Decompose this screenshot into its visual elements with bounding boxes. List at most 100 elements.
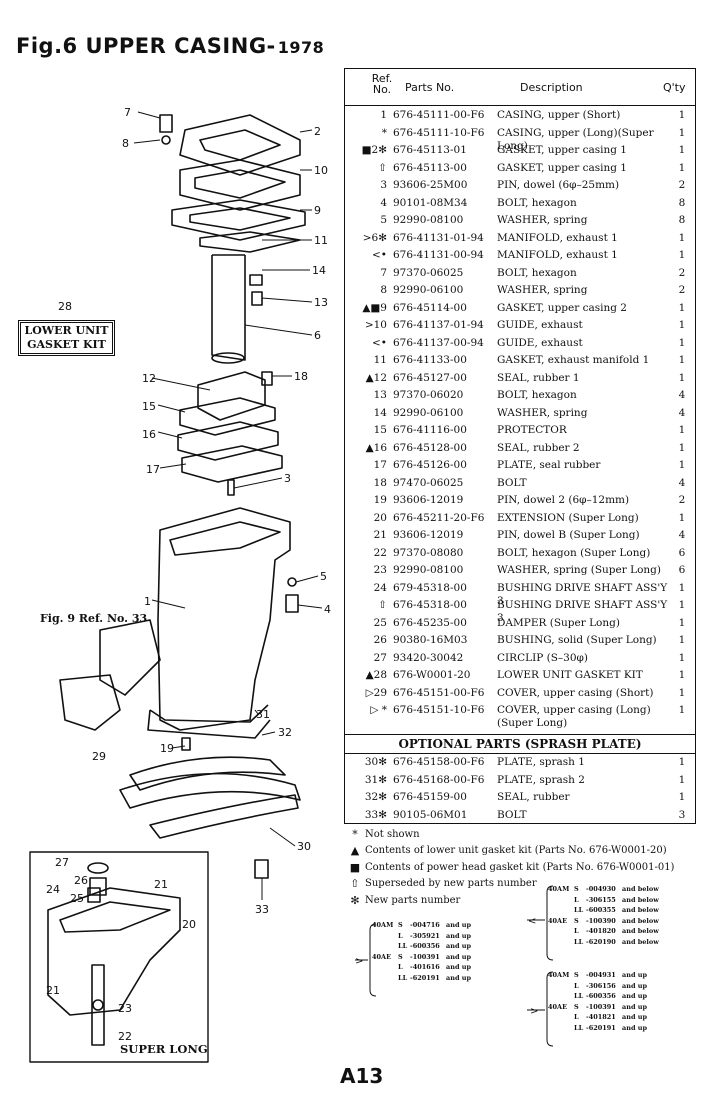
part-number-cell: 676-45151-00-F6 xyxy=(393,686,485,699)
callout-33: 33 xyxy=(255,903,269,916)
serial-num: -305921 xyxy=(410,931,440,940)
ref-cell: 8 xyxy=(380,284,387,296)
description-cell: BUSHING DRIVE SHAFT ASS'Y 3 xyxy=(497,581,668,607)
serial-range: and up xyxy=(446,942,472,950)
figure-title-year: 1978 xyxy=(277,38,325,57)
ref-cell: 17 xyxy=(373,459,387,471)
callout-16: 16 xyxy=(142,428,156,441)
part-number-cell: 92990-06100 xyxy=(393,406,464,419)
ref-cell: 19 xyxy=(373,494,387,506)
serial-type: S xyxy=(398,921,403,929)
part-number-cell: 676-41116-00 xyxy=(393,424,467,436)
serial-type: LL xyxy=(574,937,584,946)
serial-type: L xyxy=(398,963,403,971)
serial-model: 40AE xyxy=(372,952,392,961)
part-number-cell: 676-45159-00 xyxy=(393,791,467,803)
description-cell: CIRCLIP (S–30φ) xyxy=(497,651,588,664)
page-code: A13 xyxy=(340,1064,384,1088)
callout-19: 19 xyxy=(160,742,174,755)
ref-cell: 32✻ xyxy=(364,791,387,803)
description-cell: CASING, upper (Short) xyxy=(497,109,621,121)
ref-cell: * xyxy=(381,126,387,139)
description-cell: MANIFOLD, exhaust 1 xyxy=(497,231,618,244)
serial-range: and up xyxy=(446,952,472,961)
ref-cell: ⇧ xyxy=(378,599,387,611)
description-cell: PROTECTOR xyxy=(497,424,567,436)
description-cell: SEAL, rubber xyxy=(497,791,570,803)
figure-title: Fig.6 UPPER CASING-1978 xyxy=(16,34,324,58)
serial-num: -100391 xyxy=(586,1002,616,1011)
part-number-cell: 92990-08100 xyxy=(393,564,464,576)
ref-cell: 7 xyxy=(380,266,387,279)
quantity-cell: 1 xyxy=(678,773,686,786)
serial-type: S xyxy=(574,971,579,979)
callout-29: 29 xyxy=(92,750,106,763)
ref-cell: ▲16 xyxy=(365,441,387,454)
svg-text:>: > xyxy=(355,956,363,967)
quantity-cell: 8 xyxy=(678,196,686,209)
serial-type: L xyxy=(574,927,579,935)
description-cell: WASHER, spring xyxy=(497,406,588,419)
description-cell: GASKET, exhaust manifold 1 xyxy=(497,354,650,366)
serial-model: 40AM xyxy=(548,885,570,893)
ref-cell: 20 xyxy=(373,511,387,524)
part-number-cell: 90101-08M34 xyxy=(393,196,468,209)
callout-21-bottom: 21 xyxy=(46,984,60,997)
ref-cell: 26 xyxy=(373,634,387,646)
part-number-cell: 676-41137-00-94 xyxy=(393,336,484,349)
part-number-cell: 676-41133-00 xyxy=(393,354,467,366)
description-cell: GASKET, upper casing 2 xyxy=(497,301,627,314)
part-number-cell: 676-45113-01 xyxy=(393,144,467,156)
legend-text: New parts number xyxy=(365,894,461,906)
description-cell: COVER, upper casing (Short) xyxy=(497,686,654,699)
part-number-cell: 676-45235-00 xyxy=(393,616,467,629)
quantity-cell: 6 xyxy=(678,564,686,576)
serial-model: 40AE xyxy=(548,1002,568,1011)
callout-32: 32 xyxy=(278,726,292,739)
quantity-cell: 2 xyxy=(678,266,686,279)
figure-title-main: Fig.6 UPPER CASING- xyxy=(16,34,276,58)
legend-note: ⇧Superseded by new parts number xyxy=(345,876,685,893)
description-cell: PLATE, sprash 1 xyxy=(497,756,585,768)
description-cell: PLATE, seal rubber xyxy=(497,459,601,471)
callout-24: 24 xyxy=(46,883,60,896)
part-number-cell: 97370-08080 xyxy=(393,546,464,559)
quantity-cell: 1 xyxy=(678,756,686,768)
description-cell: COVER, upper casing (Long) (Super Long) xyxy=(497,704,651,729)
part-number-cell: 93606-12019 xyxy=(393,529,464,541)
serial-type: L xyxy=(574,1013,579,1021)
quantity-cell: 1 xyxy=(678,126,686,139)
serial-type: LL xyxy=(574,906,584,914)
ref-cell: ■2✻ xyxy=(361,144,387,156)
callout-25: 25 xyxy=(70,892,84,905)
serial-num: -004930 xyxy=(586,885,616,893)
ref-cell: ▲28 xyxy=(365,669,387,681)
serial-num: -004716 xyxy=(410,921,440,929)
serial-range: and below xyxy=(622,937,659,946)
legend-notes: *Not shown▲Contents of lower unit gasket… xyxy=(345,826,685,909)
serial-range: and below xyxy=(622,906,659,914)
ref-cell: ⇧ xyxy=(378,161,387,174)
serial-model: 40AM xyxy=(548,971,570,979)
part-number-cell: 676-45111-00-F6 xyxy=(393,109,485,121)
quantity-cell: 1 xyxy=(678,616,686,629)
description-cell: GUIDE, exhaust xyxy=(497,336,583,349)
ref-cell: <• xyxy=(372,336,387,349)
